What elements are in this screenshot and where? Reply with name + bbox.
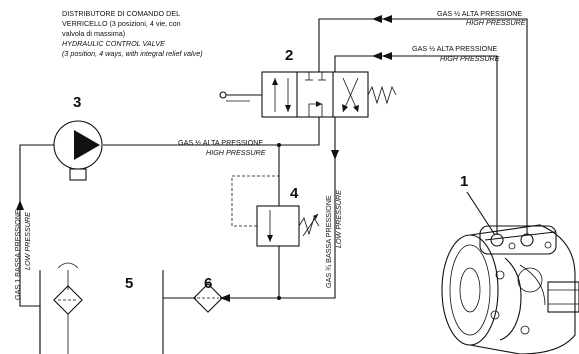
pump-symbol <box>53 120 103 181</box>
filter-symbol <box>193 283 223 313</box>
hydraulic-motor <box>441 191 579 354</box>
pump-number: 3 <box>73 94 81 111</box>
top-line-2-it: GAS ½ ALTA PRESSIONE <box>412 44 497 53</box>
flow-arrow-1 <box>372 15 382 23</box>
pipe-high-pressure-2 <box>334 55 498 235</box>
relief-valve <box>231 175 320 247</box>
pipe-return <box>279 117 336 299</box>
suction-arrow <box>16 200 24 210</box>
pump-line-en: HIGH PRESSURE <box>206 148 266 157</box>
tank-number: 5 <box>125 275 133 292</box>
flow-arrow-2 <box>382 15 392 23</box>
filter-arrow <box>220 294 230 302</box>
return-line-it: GAS ¾ BASSA PRESSIONE <box>324 195 333 288</box>
flow-arrow-3 <box>372 52 382 60</box>
valve-title-en-2: (3 position, 4 ways, with integral relie… <box>62 49 203 58</box>
control-valve <box>219 71 397 118</box>
pipe-pump-outlet <box>103 117 320 146</box>
valve-title-it-3: valvola di massima) <box>62 29 125 38</box>
pipe-high-pressure-1 <box>318 18 528 235</box>
valve-title-it-2: VERRICELLO (3 posizioni, 4 vie, con <box>62 19 181 28</box>
suction-line-en: LOW PRESSURE <box>23 212 32 270</box>
valve-title-it-1: DISTRIBUTORE DI COMANDO DEL <box>62 9 180 18</box>
valve-title-en-1: HYDRAULIC CONTROL VALVE <box>62 39 165 48</box>
top-line-1-it: GAS ½ ALTA PRESSIONE <box>437 9 522 18</box>
motor-number: 1 <box>460 173 468 190</box>
relief-number: 4 <box>290 185 299 202</box>
valve-number: 2 <box>285 47 293 64</box>
tank-symbol <box>39 262 164 354</box>
return-arrow <box>331 150 339 160</box>
pump-line-it: GAS ½ ALTA PRESSIONE <box>178 138 263 147</box>
suction-line-it: GAS 1 BASSA PRESSIONE <box>13 209 22 300</box>
top-line-1-en: HIGH PRESSURE <box>466 18 526 27</box>
top-line-2-en: HIGH PRESSURE <box>440 54 500 63</box>
return-line-en: LOW PRESSURE <box>334 190 343 248</box>
flow-arrow-4 <box>382 52 392 60</box>
